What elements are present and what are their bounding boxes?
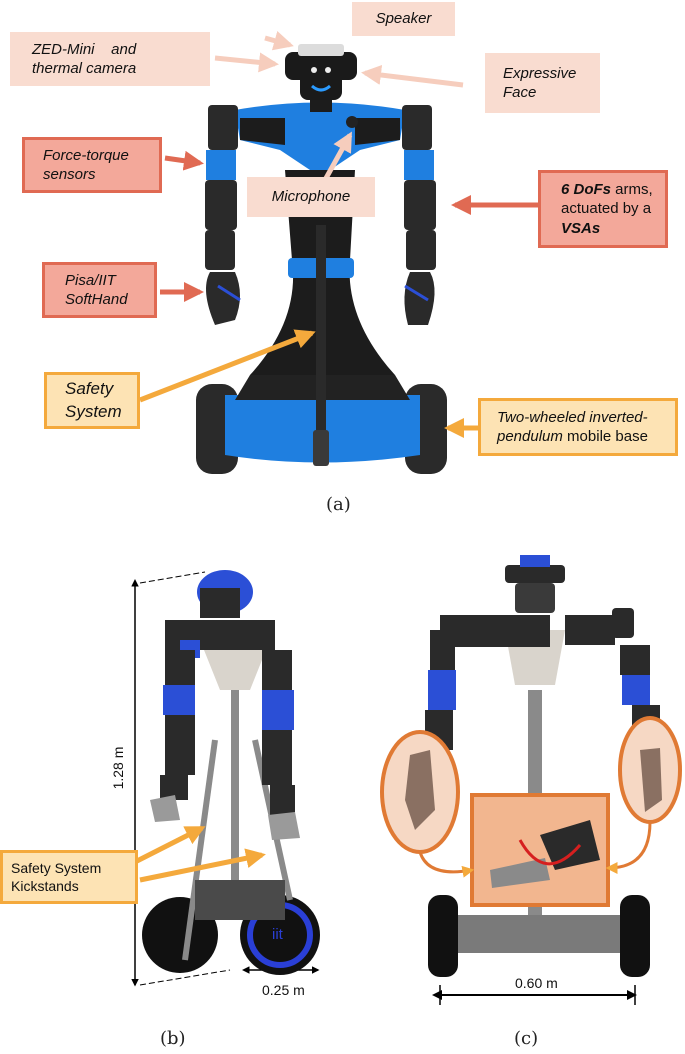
expressive-face-label: Expressive Face: [485, 53, 600, 113]
safety-text-line1: Safety: [65, 379, 114, 399]
camera-text-line2: thermal camera: [32, 60, 137, 77]
softhand-label: Pisa/IIT SoftHand: [42, 262, 157, 318]
caption-a: (a): [326, 494, 351, 515]
arms-text-line3: VSAs: [561, 219, 601, 237]
base-text-line1: Two-wheeled inverted-: [497, 408, 648, 426]
safety-text-line2: System: [65, 401, 122, 421]
force-torque-label: Force-torque sensors: [22, 137, 162, 193]
safety-system-label: Safety System: [44, 372, 140, 429]
arms-text-line2: actuated by a: [561, 200, 652, 218]
camera-text-line1: ZED-Mini and: [32, 40, 137, 58]
height-dimension-label: 1.28 m: [110, 746, 126, 790]
annotation-arrows-a: [139, 31, 540, 438]
arms-text-line1: 6 DoFs arms,: [561, 180, 665, 200]
arms-label: 6 DoFs arms, actuated by a VSAs: [538, 170, 668, 248]
kickstands-label: Safety System Kickstands: [0, 850, 138, 904]
arms-dofs-text: 6 DoFs: [561, 180, 612, 198]
width-dimension-label: 0.60 m: [515, 975, 558, 991]
kickstand-arrows: [133, 825, 266, 883]
caption-c: (c): [514, 1028, 539, 1049]
base-pendulum-text: pendulum: [497, 428, 563, 445]
robot-photo-a: [196, 44, 447, 474]
depth-dimension-label: 0.25 m: [262, 982, 305, 998]
ft-text-line2: sensors: [43, 166, 96, 183]
kickstands-text-line1: Safety System: [11, 859, 102, 876]
base-rest-text: mobile base: [562, 428, 648, 445]
camera-label: ZED-Mini and thermal camera: [10, 32, 210, 86]
face-text-line2: Face: [503, 84, 537, 101]
robot-render-c: [380, 555, 682, 1005]
wheel-logo: iit: [272, 926, 283, 943]
robot-render-b: [131, 570, 320, 987]
arms-rest-text: arms,: [611, 180, 653, 198]
face-text-line1: Expressive: [503, 64, 577, 82]
microphone-label: Microphone: [247, 177, 375, 217]
speaker-label: Speaker: [352, 2, 455, 36]
mobile-base-label: Two-wheeled inverted- pendulum mobile ba…: [478, 398, 678, 456]
microphone-text: Microphone: [271, 188, 351, 206]
hand-text-line2: SoftHand: [65, 291, 128, 308]
speaker-text: Speaker: [375, 10, 432, 28]
caption-b: (b): [160, 1028, 186, 1049]
hand-text-line1: Pisa/IIT: [65, 271, 116, 289]
kickstands-text-line2: Kickstands: [11, 878, 79, 894]
base-text-line2: pendulum mobile base: [497, 427, 675, 447]
ft-text-line1: Force-torque: [43, 146, 129, 164]
